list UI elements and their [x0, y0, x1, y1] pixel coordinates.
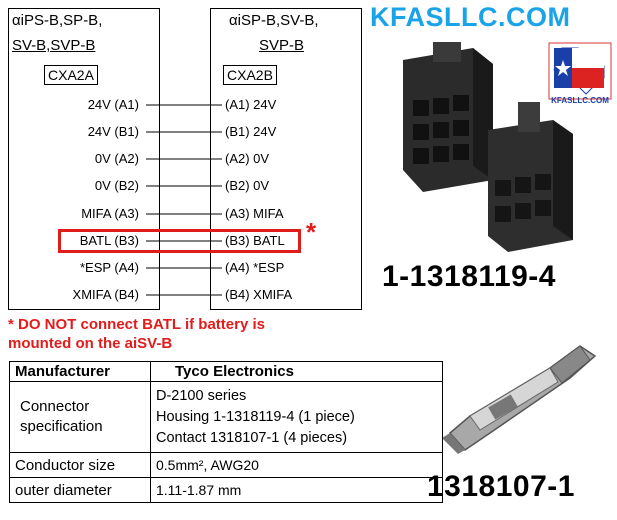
- right-pin-4: (B2) 0V: [225, 178, 270, 193]
- conductor-size-value: 0.5mm², AWG20: [150, 452, 443, 478]
- crimp-contact-photo-icon: [430, 338, 610, 458]
- connector-contact: Contact 1318107-1 (4 pieces): [156, 429, 348, 446]
- right-pin-7: (A4) *ESP: [225, 260, 285, 275]
- right-pin-5: (A3) MIFA: [225, 206, 284, 221]
- brand-title: KFASLLC.COM: [370, 2, 571, 32]
- right-pin-3: (A2) 0V: [225, 151, 270, 166]
- left-pin-3: 0V (A2): [94, 151, 139, 166]
- table-row: outer diameter 1.11-1.87 mm: [9, 477, 443, 503]
- housing-connector-photo-icon: [383, 40, 583, 260]
- batl-highlight-box: [58, 229, 301, 253]
- manufacturer-value: Tyco Electronics: [150, 361, 443, 382]
- warning-line-2: mounted on the aiSV-B: [8, 335, 173, 352]
- right-pin-1: (A1) 24V: [225, 97, 277, 112]
- right-connector-tag: CXA2B: [223, 65, 277, 85]
- connector-housing: Housing 1-1318119-4 (1 piece): [156, 408, 355, 425]
- housing-part-number: 1-1318119-4: [382, 260, 556, 293]
- left-module-title-1: αiPS-B,SP-B,: [12, 12, 103, 29]
- right-pin-2: (B1) 24V: [225, 124, 277, 139]
- texas-flag-logo-icon: [548, 42, 612, 100]
- wire-group: [146, 104, 222, 296]
- spec-table: Manufacturer Tyco Electronics Connector …: [9, 361, 443, 503]
- right-pin-8: (B4) XMIFA: [225, 287, 293, 302]
- left-module-box: αiPS-B,SP-B, SV-B,SVP-B CXA2A 24V (A1) 2…: [8, 8, 160, 310]
- batl-warning: * DO NOT connect BATL if battery is moun…: [8, 315, 265, 353]
- right-module-title-1: αiSP-B,SV-B,: [229, 12, 319, 29]
- connector-spec-value: D-2100 series Housing 1-1318119-4 (1 pie…: [150, 381, 443, 453]
- outer-diameter-value: 1.11-1.87 mm: [150, 477, 443, 503]
- outer-diameter-label: outer diameter: [9, 477, 151, 503]
- batl-asterisk: *: [306, 217, 317, 247]
- left-pin-1: 24V (A1): [87, 97, 139, 112]
- right-module-box: αiSP-B,SV-B, SVP-B CXA2B (A1) 24V (B1) 2…: [210, 8, 362, 310]
- left-connector-tag: CXA2A: [44, 65, 98, 85]
- left-module-title-2: SV-B,SVP-B: [12, 37, 96, 54]
- right-module-title-2: SVP-B: [259, 37, 305, 54]
- conductor-size-label: Conductor size: [9, 452, 151, 478]
- table-row: Conductor size 0.5mm², AWG20: [9, 452, 443, 478]
- connector-series: D-2100 series: [156, 387, 247, 404]
- contact-part-number: 1318107-1: [427, 470, 575, 503]
- logo-caption: KFASLLC.COM: [551, 96, 609, 105]
- right-pin-6: (B3) BATL: [225, 233, 285, 248]
- table-row: Manufacturer Tyco Electronics: [9, 361, 443, 382]
- left-pin-5: MIFA (A3): [81, 206, 139, 221]
- manufacturer-label: Manufacturer: [9, 361, 151, 382]
- left-pin-2: 24V (B1): [87, 124, 139, 139]
- warning-line-1: * DO NOT connect BATL if battery is: [8, 316, 265, 333]
- left-pin-8: XMIFA (B4): [72, 287, 139, 302]
- table-row: Connector specification D-2100 series Ho…: [9, 381, 443, 453]
- left-pin-7: *ESP (A4): [79, 260, 139, 275]
- connector-spec-label: Connector specification: [9, 381, 151, 453]
- left-pin-4: 0V (B2): [94, 178, 139, 193]
- left-pin-6: BATL (B3): [79, 233, 139, 248]
